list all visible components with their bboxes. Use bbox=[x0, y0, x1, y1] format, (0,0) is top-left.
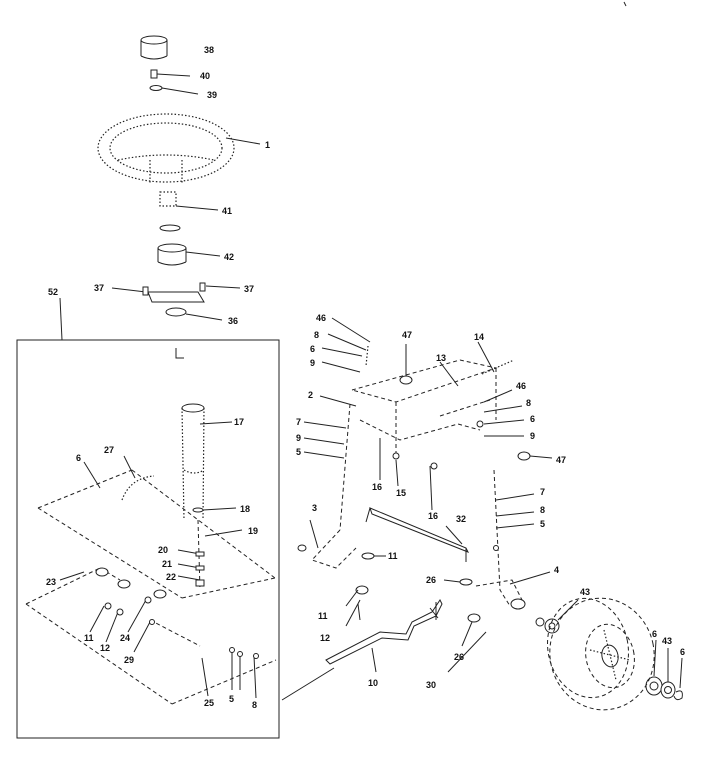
label-32: 32 bbox=[456, 514, 466, 524]
label-15: 15 bbox=[396, 488, 406, 498]
part-13-bracket bbox=[439, 361, 459, 387]
label-2: 2 bbox=[308, 390, 313, 400]
part-40-bolt bbox=[150, 69, 191, 79]
label-42: 42 bbox=[224, 252, 234, 262]
label-6-wheel: 6 bbox=[652, 629, 657, 639]
part-42-bushing bbox=[157, 224, 221, 266]
right-spindle bbox=[475, 469, 551, 610]
left-spindle-stack bbox=[321, 317, 371, 373]
label-13: 13 bbox=[436, 353, 446, 363]
label-8-right-upper: 8 bbox=[526, 398, 531, 408]
label-40: 40 bbox=[200, 71, 210, 81]
label-10: 10 bbox=[368, 678, 378, 688]
label-8-right: 8 bbox=[540, 505, 545, 515]
part-37-screws bbox=[111, 282, 241, 296]
label-7-left: 7 bbox=[296, 417, 301, 427]
label-26-upper: 26 bbox=[426, 575, 436, 585]
part-19-shaft-lower bbox=[197, 519, 243, 591]
wheel-hardware bbox=[535, 599, 683, 701]
label-6-far-right: 6 bbox=[680, 647, 685, 657]
label-43-lower: 43 bbox=[662, 636, 672, 646]
label-9-right: 9 bbox=[530, 431, 535, 441]
part-18-washer bbox=[192, 507, 237, 513]
label-12-right: 12 bbox=[320, 633, 330, 643]
label-11-box: 11 bbox=[84, 633, 94, 643]
part-20-21-22-hardware bbox=[177, 549, 205, 587]
label-37-left: 37 bbox=[94, 283, 104, 293]
label-47-upper: 47 bbox=[402, 330, 412, 340]
box-leader-lines bbox=[59, 571, 259, 699]
label-4: 4 bbox=[554, 565, 559, 575]
label-5-right: 5 bbox=[540, 519, 545, 529]
label-22: 22 bbox=[166, 572, 176, 582]
label-38: 38 bbox=[204, 45, 214, 55]
label-7-right: 7 bbox=[540, 487, 545, 497]
label-11-lower: 11 bbox=[318, 611, 328, 621]
label-23: 23 bbox=[46, 577, 56, 587]
label-19: 19 bbox=[248, 526, 258, 536]
label-14: 14 bbox=[474, 332, 484, 342]
label-25: 25 bbox=[204, 698, 214, 708]
label-47-lower: 47 bbox=[556, 455, 566, 465]
part-15-16-axle-hardware bbox=[379, 438, 438, 511]
part-2-front-axle bbox=[319, 359, 498, 456]
label-52: 52 bbox=[48, 287, 58, 297]
label-46-right: 46 bbox=[516, 381, 526, 391]
part-36-bushing bbox=[147, 291, 223, 321]
bracket-plates bbox=[25, 469, 277, 705]
label-21: 21 bbox=[162, 559, 172, 569]
tie-rod-hardware bbox=[345, 552, 473, 627]
part-28-30-hardware bbox=[447, 613, 487, 673]
label-5-box: 5 bbox=[229, 694, 234, 704]
label-5-left: 5 bbox=[296, 447, 301, 457]
label-43-upper: 43 bbox=[580, 587, 590, 597]
label-27: 27 bbox=[104, 445, 114, 455]
part-14-pivot-bolt bbox=[477, 341, 515, 375]
label-3: 3 bbox=[312, 503, 317, 513]
label-9-left: 9 bbox=[296, 433, 301, 443]
label-6-right: 6 bbox=[530, 414, 535, 424]
label-8-left: 8 bbox=[314, 330, 319, 340]
label-20: 20 bbox=[158, 545, 168, 555]
label-26-lower: 26 bbox=[454, 652, 464, 662]
label-39: 39 bbox=[207, 90, 217, 100]
left-spindle bbox=[297, 403, 357, 569]
label-6-upper-left: 6 bbox=[310, 344, 315, 354]
front-tire bbox=[547, 597, 655, 711]
part-27-gear-sector bbox=[121, 455, 155, 501]
label-12-box: 12 bbox=[100, 643, 110, 653]
corner-mark bbox=[623, 1, 627, 7]
label-8-box: 8 bbox=[252, 700, 257, 710]
right-spindle-stack bbox=[476, 389, 525, 437]
label-9-upper-left: 9 bbox=[310, 358, 315, 368]
part-17-steering-shaft bbox=[181, 403, 233, 521]
label-16-right: 16 bbox=[428, 511, 438, 521]
label-6-left: 6 bbox=[76, 453, 81, 463]
label-36: 36 bbox=[228, 316, 238, 326]
label-1: 1 bbox=[265, 140, 270, 150]
label-37-right: 37 bbox=[244, 284, 254, 294]
label-41: 41 bbox=[222, 206, 232, 216]
label-18: 18 bbox=[240, 504, 250, 514]
label-24: 24 bbox=[120, 633, 130, 643]
part-39-washer bbox=[149, 85, 199, 95]
part-10-drag-link bbox=[325, 599, 443, 673]
part-1-steering-wheel bbox=[97, 113, 261, 184]
part-47-bolts bbox=[399, 344, 553, 461]
label-16-left: 16 bbox=[372, 482, 382, 492]
kit-52-box bbox=[16, 297, 280, 739]
label-46-left: 46 bbox=[316, 313, 326, 323]
part-41-adapter bbox=[159, 191, 219, 211]
part-38-cap bbox=[140, 35, 168, 60]
label-30: 30 bbox=[426, 680, 436, 690]
label-17: 17 bbox=[234, 417, 244, 427]
label-29: 29 bbox=[124, 655, 134, 665]
box-to-drag-link-leader bbox=[281, 667, 335, 701]
label-11-right: 11 bbox=[388, 551, 398, 561]
part-32-tie-rod bbox=[365, 507, 470, 562]
